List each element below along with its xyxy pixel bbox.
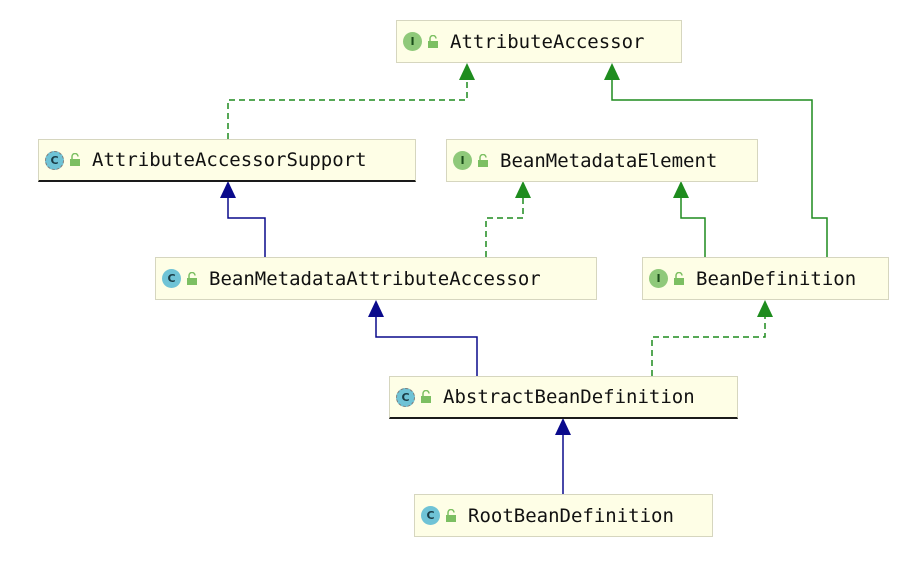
node-abstract-bean-definition[interactable]: C AbstractBeanDefinition [389,376,738,419]
unlocked-icon [187,271,197,285]
node-attribute-accessor-support[interactable]: C AttributeAccessorSupport [38,139,416,182]
edge-bean-definition-extends-bean-metadata-element [680,198,706,257]
node-label: BeanMetadataAttributeAccessor [209,267,541,290]
node-bean-metadata-element[interactable]: I BeanMetadataElement [446,139,758,182]
edge-bmaa-extends-support [227,198,266,257]
unlocked-icon [428,34,438,48]
unlocked-icon [446,508,456,522]
edge-bmaa-implements-bean-metadata-element [485,198,524,257]
arrowhead-green [515,181,531,198]
arrowhead-green [757,300,773,317]
edge-abd-implements-bean-definition [651,317,766,376]
class-icon: C [162,269,181,288]
abstract-class-icon: C [45,150,64,170]
abstract-class-icon: C [396,387,415,407]
unlocked-icon [421,390,431,403]
node-bean-metadata-attribute-accessor[interactable]: C BeanMetadataAttributeAccessor [155,257,597,300]
node-label: RootBeanDefinition [468,504,674,527]
node-label: AbstractBeanDefinition [443,386,695,408]
arrowhead-navy [220,181,236,198]
node-label: BeanMetadataElement [500,149,718,172]
edge-bean-definition-extends-attribute-accessor [611,80,828,257]
interface-icon: I [453,151,472,170]
class-icon: C [421,506,440,525]
arrowhead-navy [368,300,384,317]
arrowhead-green [459,63,475,80]
node-label: AttributeAccessorSupport [92,149,367,171]
node-bean-definition[interactable]: I BeanDefinition [642,257,889,300]
node-attribute-accessor[interactable]: I AttributeAccessor [396,20,682,63]
interface-icon: I [403,32,422,51]
arrowhead-green [604,63,620,80]
edge-abd-extends-bmaa [375,317,478,376]
node-root-bean-definition[interactable]: C RootBeanDefinition [414,494,713,537]
node-label: BeanDefinition [696,267,857,290]
arrowhead-navy [555,418,571,435]
unlocked-icon [478,153,488,167]
arrowhead-green [673,181,689,198]
interface-icon: I [649,269,668,288]
node-label: AttributeAccessor [450,30,645,53]
unlocked-icon [70,153,80,166]
unlocked-icon [674,271,684,285]
edge-support-implements-attribute-accessor [227,80,468,139]
